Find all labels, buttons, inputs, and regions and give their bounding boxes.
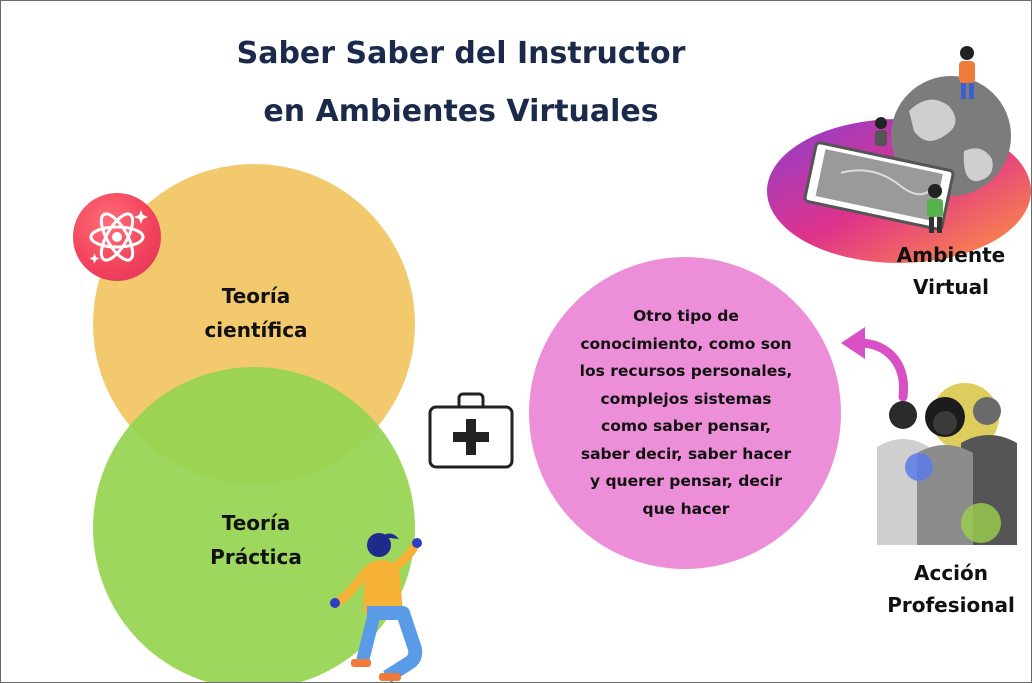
teoria-cientifica-label: Teoría científica xyxy=(171,279,341,347)
dancing-person-illustration xyxy=(329,527,429,682)
title-line-1: Saber Saber del Instructor xyxy=(236,36,686,71)
curved-arrow-icon xyxy=(837,313,917,403)
otro-line-1: Otro tipo de xyxy=(633,307,739,325)
otro-line-5: como saber pensar, xyxy=(601,417,771,435)
otro-line-6: saber decir, saber hacer xyxy=(580,444,792,463)
ambiente-virtual-label: Ambiente Virtual xyxy=(879,239,1023,303)
teoria-practica-line-1: Teoría xyxy=(221,511,291,535)
otro-conocimiento-text: Otro tipo de conocimiento, como son los … xyxy=(563,303,809,523)
otro-line-8: que hacer xyxy=(642,499,730,518)
otro-line-3: los recursos personales, xyxy=(579,362,793,380)
ambiente-line-2: Virtual xyxy=(913,275,989,299)
accion-line-2: Profesional xyxy=(887,593,1015,617)
otro-line-2: conocimiento, como son xyxy=(580,334,792,353)
virtual-world-illustration xyxy=(759,41,1031,271)
otro-conocimiento-circle xyxy=(529,257,841,569)
teoria-cientifica-line-2: científica xyxy=(204,318,308,342)
medical-kit-icon xyxy=(427,389,515,471)
accion-profesional-label: Acción Profesional xyxy=(873,557,1029,621)
teoria-practica-circle xyxy=(93,367,415,682)
ambiente-line-1: Ambiente xyxy=(896,243,1006,267)
otro-line-7: y querer pensar, decir xyxy=(589,472,783,490)
page-title: Saber Saber del Instructor en Ambientes … xyxy=(181,25,741,141)
atom-icon xyxy=(73,193,161,281)
teoria-practica-line-2: Práctica xyxy=(210,545,302,569)
teoria-cientifica-line-1: Teoría xyxy=(221,284,291,308)
teoria-practica-label: Teoría Práctica xyxy=(171,506,341,574)
accion-line-1: Acción xyxy=(913,561,989,585)
title-line-2: en Ambientes Virtuales xyxy=(263,94,659,129)
otro-line-4: complejos sistemas xyxy=(600,389,772,408)
people-photo xyxy=(863,377,1031,545)
